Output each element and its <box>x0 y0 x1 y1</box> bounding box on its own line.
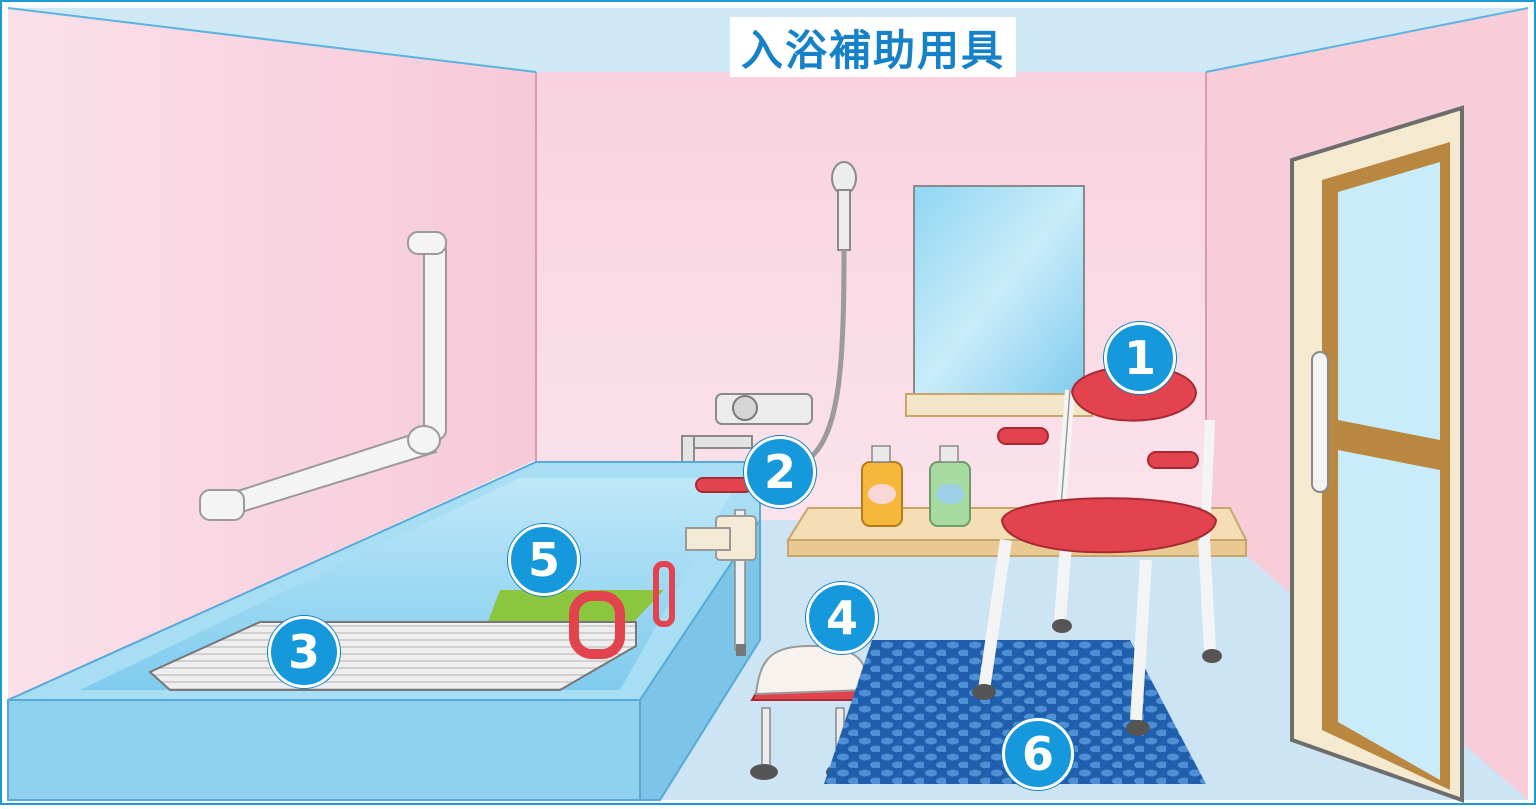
marker-4: 4 <box>806 582 878 654</box>
left-wall <box>8 8 536 700</box>
shower <box>681 161 857 469</box>
bottles <box>861 445 971 527</box>
marker-1: 1 <box>1104 322 1176 394</box>
floor-mat-icon <box>824 640 1206 784</box>
mirror <box>905 185 1093 417</box>
back-wall <box>536 72 1206 532</box>
page-title: 入浴補助用具 <box>740 25 1005 75</box>
marker-5: 5 <box>508 524 580 596</box>
marker-1-label: 1 <box>1123 331 1156 385</box>
tub-grab-bar-icon <box>653 477 757 656</box>
marker-3: 3 <box>268 616 340 688</box>
marker-4-label: 4 <box>825 591 858 645</box>
marker-6-label: 6 <box>1021 727 1054 781</box>
door <box>1290 105 1464 803</box>
marker-2: 2 <box>744 436 816 508</box>
marker-2-label: 2 <box>763 445 796 499</box>
wall-grab-bar <box>199 231 447 521</box>
shower-chair-icon <box>972 365 1222 736</box>
marker-5-label: 5 <box>527 533 560 587</box>
title-box: 入浴補助用具 <box>730 17 1016 77</box>
marker-3-label: 3 <box>287 625 320 679</box>
marker-6: 6 <box>1002 718 1074 790</box>
